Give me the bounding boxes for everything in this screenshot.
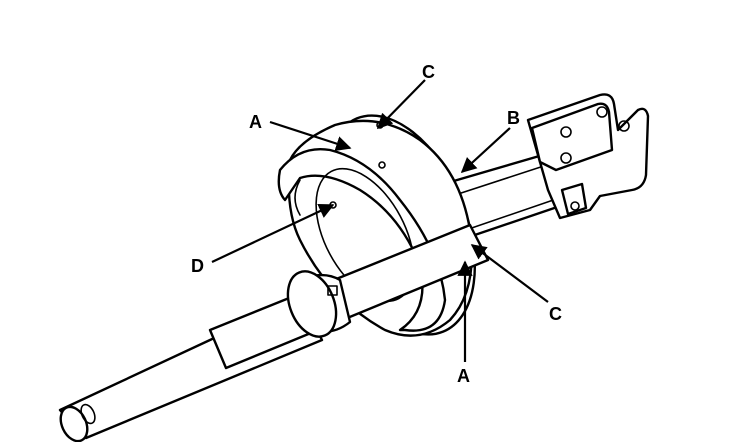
label-c-right: C [549, 304, 562, 324]
label-d: D [191, 256, 204, 276]
leader-d [211, 203, 335, 263]
bolt-hole-icon [560, 126, 572, 138]
bolt-hole-icon [560, 152, 572, 164]
leader-a-top [269, 120, 352, 152]
leader-c-top [376, 79, 426, 130]
label-a-top: A [249, 112, 262, 132]
knuckle-bracket [526, 93, 650, 220]
label-b: B [507, 108, 520, 128]
bolt-hole-icon [596, 106, 608, 118]
leader-b [460, 127, 511, 174]
callout-leaders [211, 79, 549, 362]
label-a-bottom: A [457, 366, 470, 386]
piston-rod [58, 223, 490, 442]
bolt-hole-icon [618, 120, 630, 132]
label-c-top: C [422, 62, 435, 82]
leader-c-right [470, 244, 549, 303]
rod-collar [286, 270, 352, 338]
